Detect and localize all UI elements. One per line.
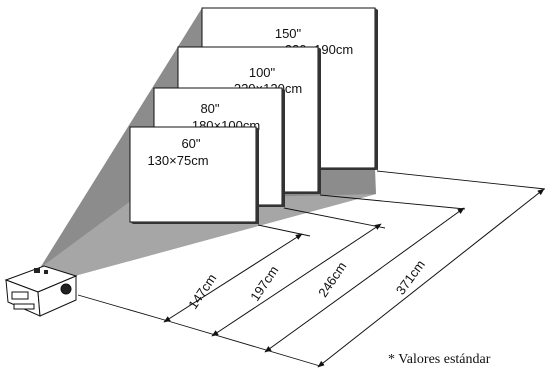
screen-80-size: 80" [200,101,219,116]
footnote: * Valores estándar [388,352,491,367]
screen-150-size: 150" [275,26,302,41]
distance-147: 147cm [185,271,219,312]
distance-arrows [163,188,545,368]
distance-197: 197cm [247,263,281,304]
screen-60: 60" 130×75cm [129,126,259,224]
arrow-371 [317,188,545,368]
arrow-147 [163,233,303,323]
distance-246: 246cm [315,259,349,300]
screen-100-size: 100" [249,65,276,80]
screen-60-dimensions: 130×75cm [147,153,208,168]
arrow-197 [211,223,382,337]
distance-371: 371cm [393,257,428,297]
projector-icon [4,265,78,317]
screen-60-size: 60" [181,136,200,151]
